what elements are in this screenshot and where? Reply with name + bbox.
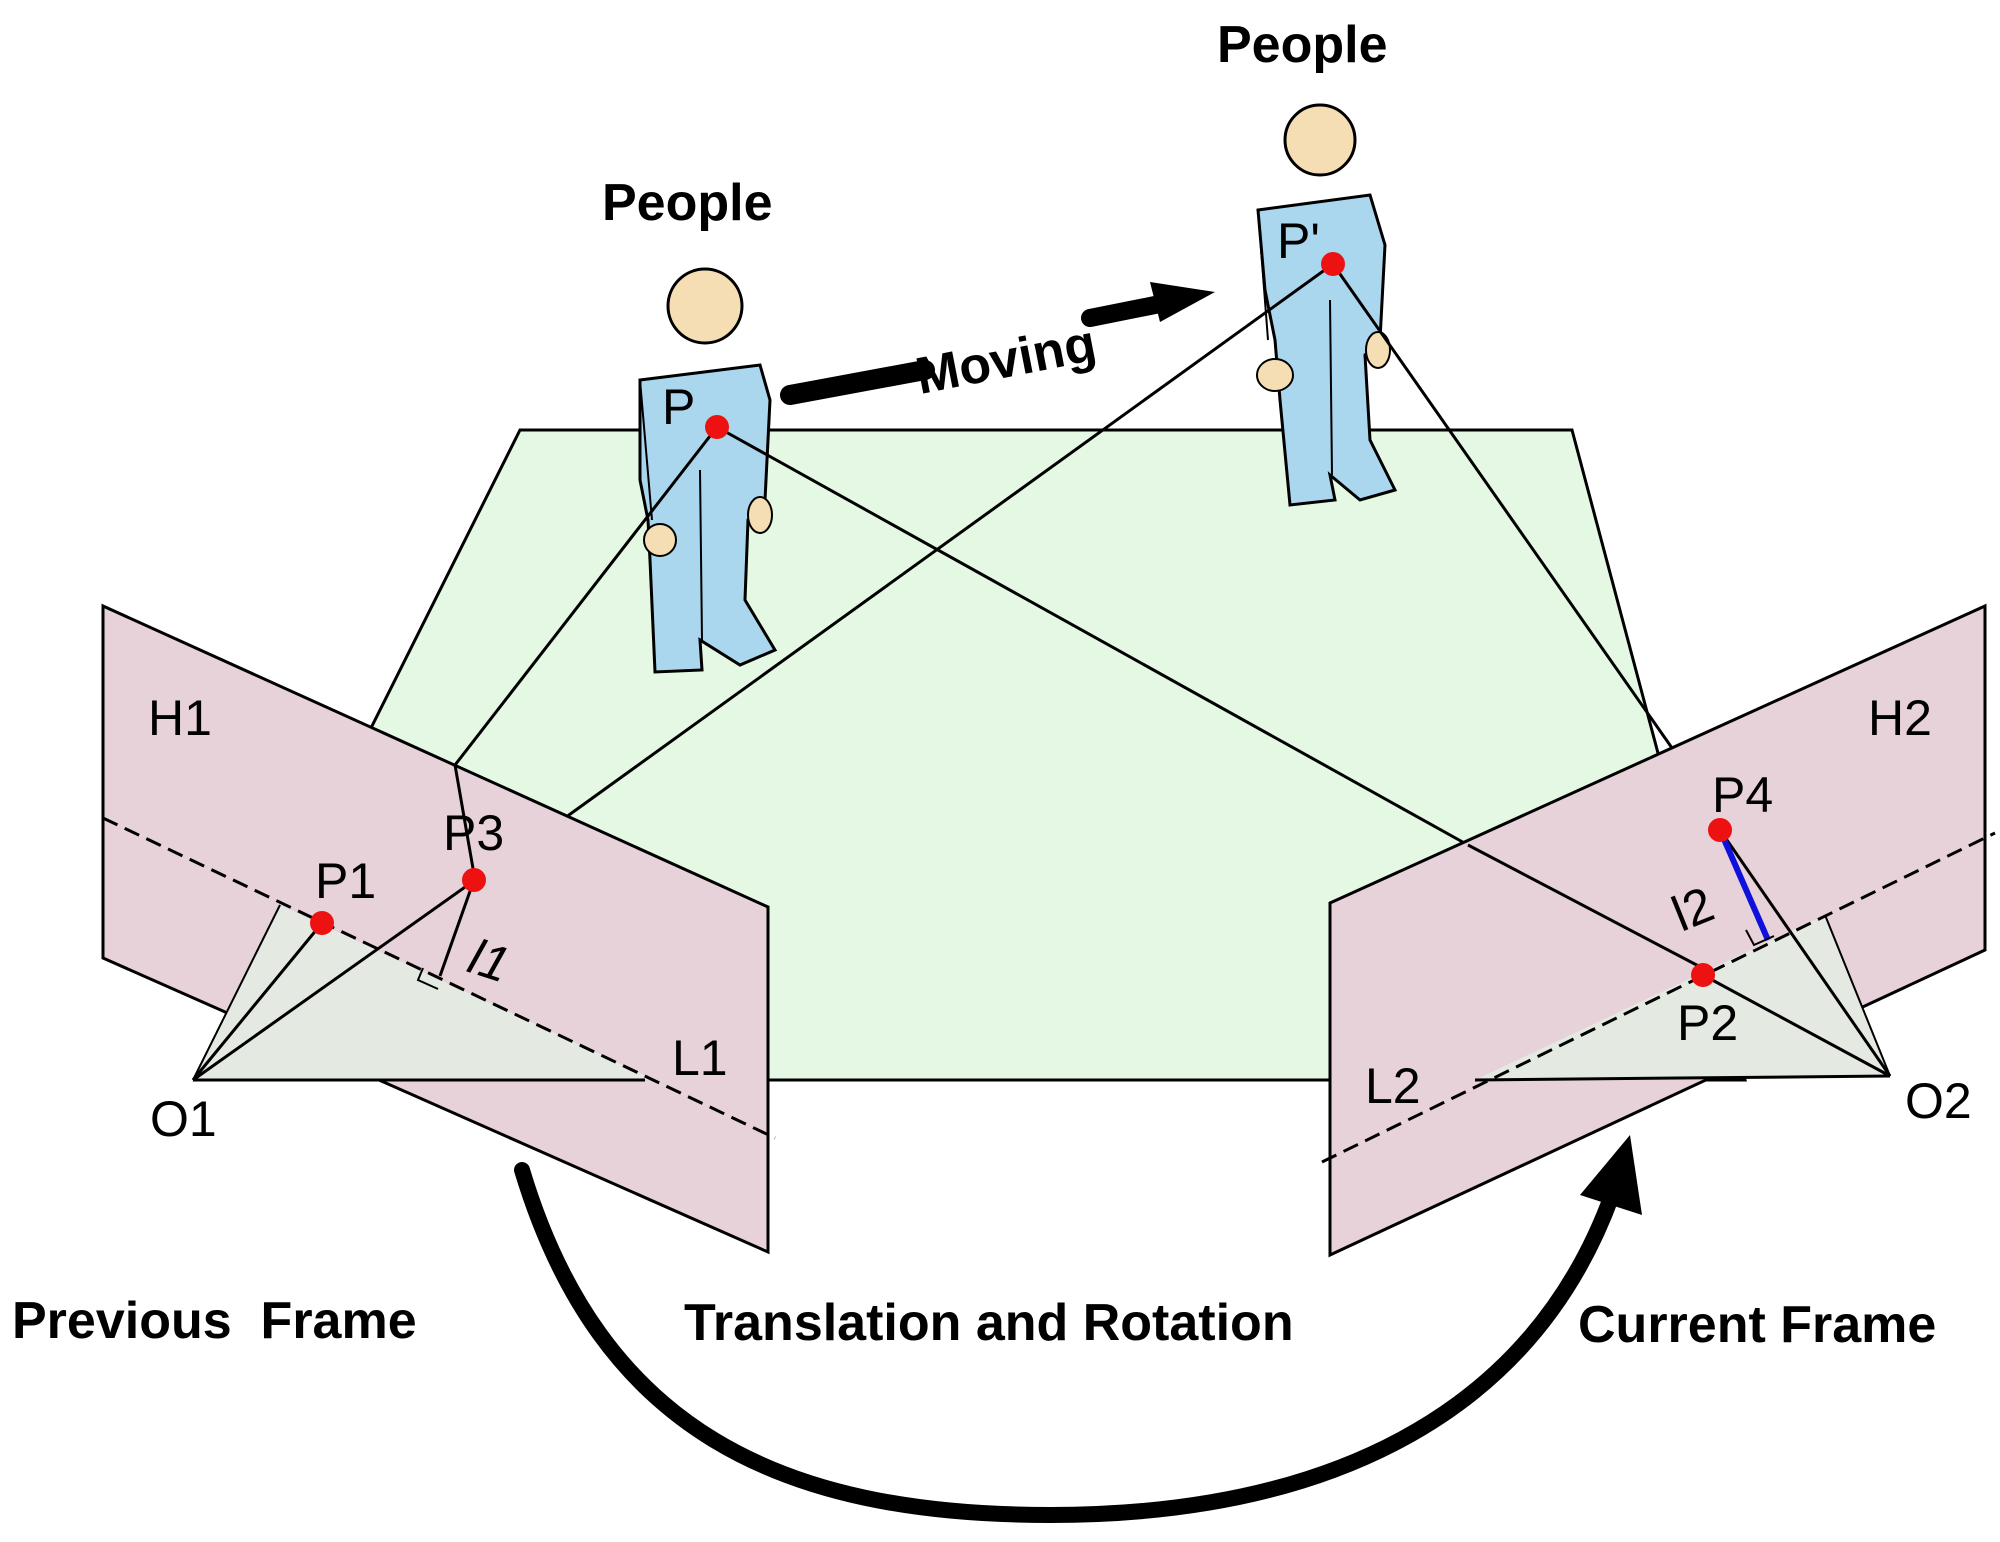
epipolar-line-L2	[1321, 831, 1996, 1164]
L1-label: L1	[672, 1030, 728, 1086]
moving-label: Moving	[911, 314, 1101, 406]
image-plane-h2	[1328, 603, 1987, 1258]
distance-l2	[1717, 828, 1775, 947]
people-left-label: People	[602, 174, 773, 232]
point-p3	[462, 868, 486, 892]
p1-label: P1	[315, 853, 376, 909]
current-frame-label: Current Frame	[1578, 1296, 1936, 1354]
epipolar-line-L1	[102, 816, 776, 1140]
previous-frame-label: Previous Frame	[12, 1292, 417, 1350]
p3-label: P3	[443, 805, 504, 861]
point-p1	[310, 911, 334, 935]
point-p4	[1708, 818, 1732, 842]
rays-front	[453, 764, 1711, 974]
people-right-label: People	[1217, 16, 1388, 74]
h1-label: H1	[148, 690, 212, 746]
distance-l1	[416, 879, 476, 990]
o2-label: O2	[1905, 1073, 1972, 1129]
point-p-prime	[1321, 252, 1345, 276]
point-p2	[1691, 963, 1715, 987]
p2-label: P2	[1677, 995, 1738, 1051]
p4-label: P4	[1712, 767, 1773, 823]
camera-triangle-left	[191, 878, 655, 1082]
p-prime-label: P'	[1277, 213, 1320, 269]
p-label: P	[662, 379, 695, 435]
point-p	[705, 415, 729, 439]
L2-label: L2	[1365, 1058, 1421, 1114]
rotation-arrow	[514, 1135, 1642, 1524]
o1-label: O1	[150, 1091, 217, 1147]
image-plane-h1	[101, 603, 770, 1255]
translation-rotation-label: Translation and Rotation	[684, 1294, 1294, 1352]
rays-back	[453, 262, 1674, 847]
moving-arrow	[780, 282, 1215, 405]
person-right-figure	[1256, 103, 1398, 507]
h2-label: H2	[1868, 690, 1932, 746]
camera-triangle-right	[1474, 829, 1892, 1082]
